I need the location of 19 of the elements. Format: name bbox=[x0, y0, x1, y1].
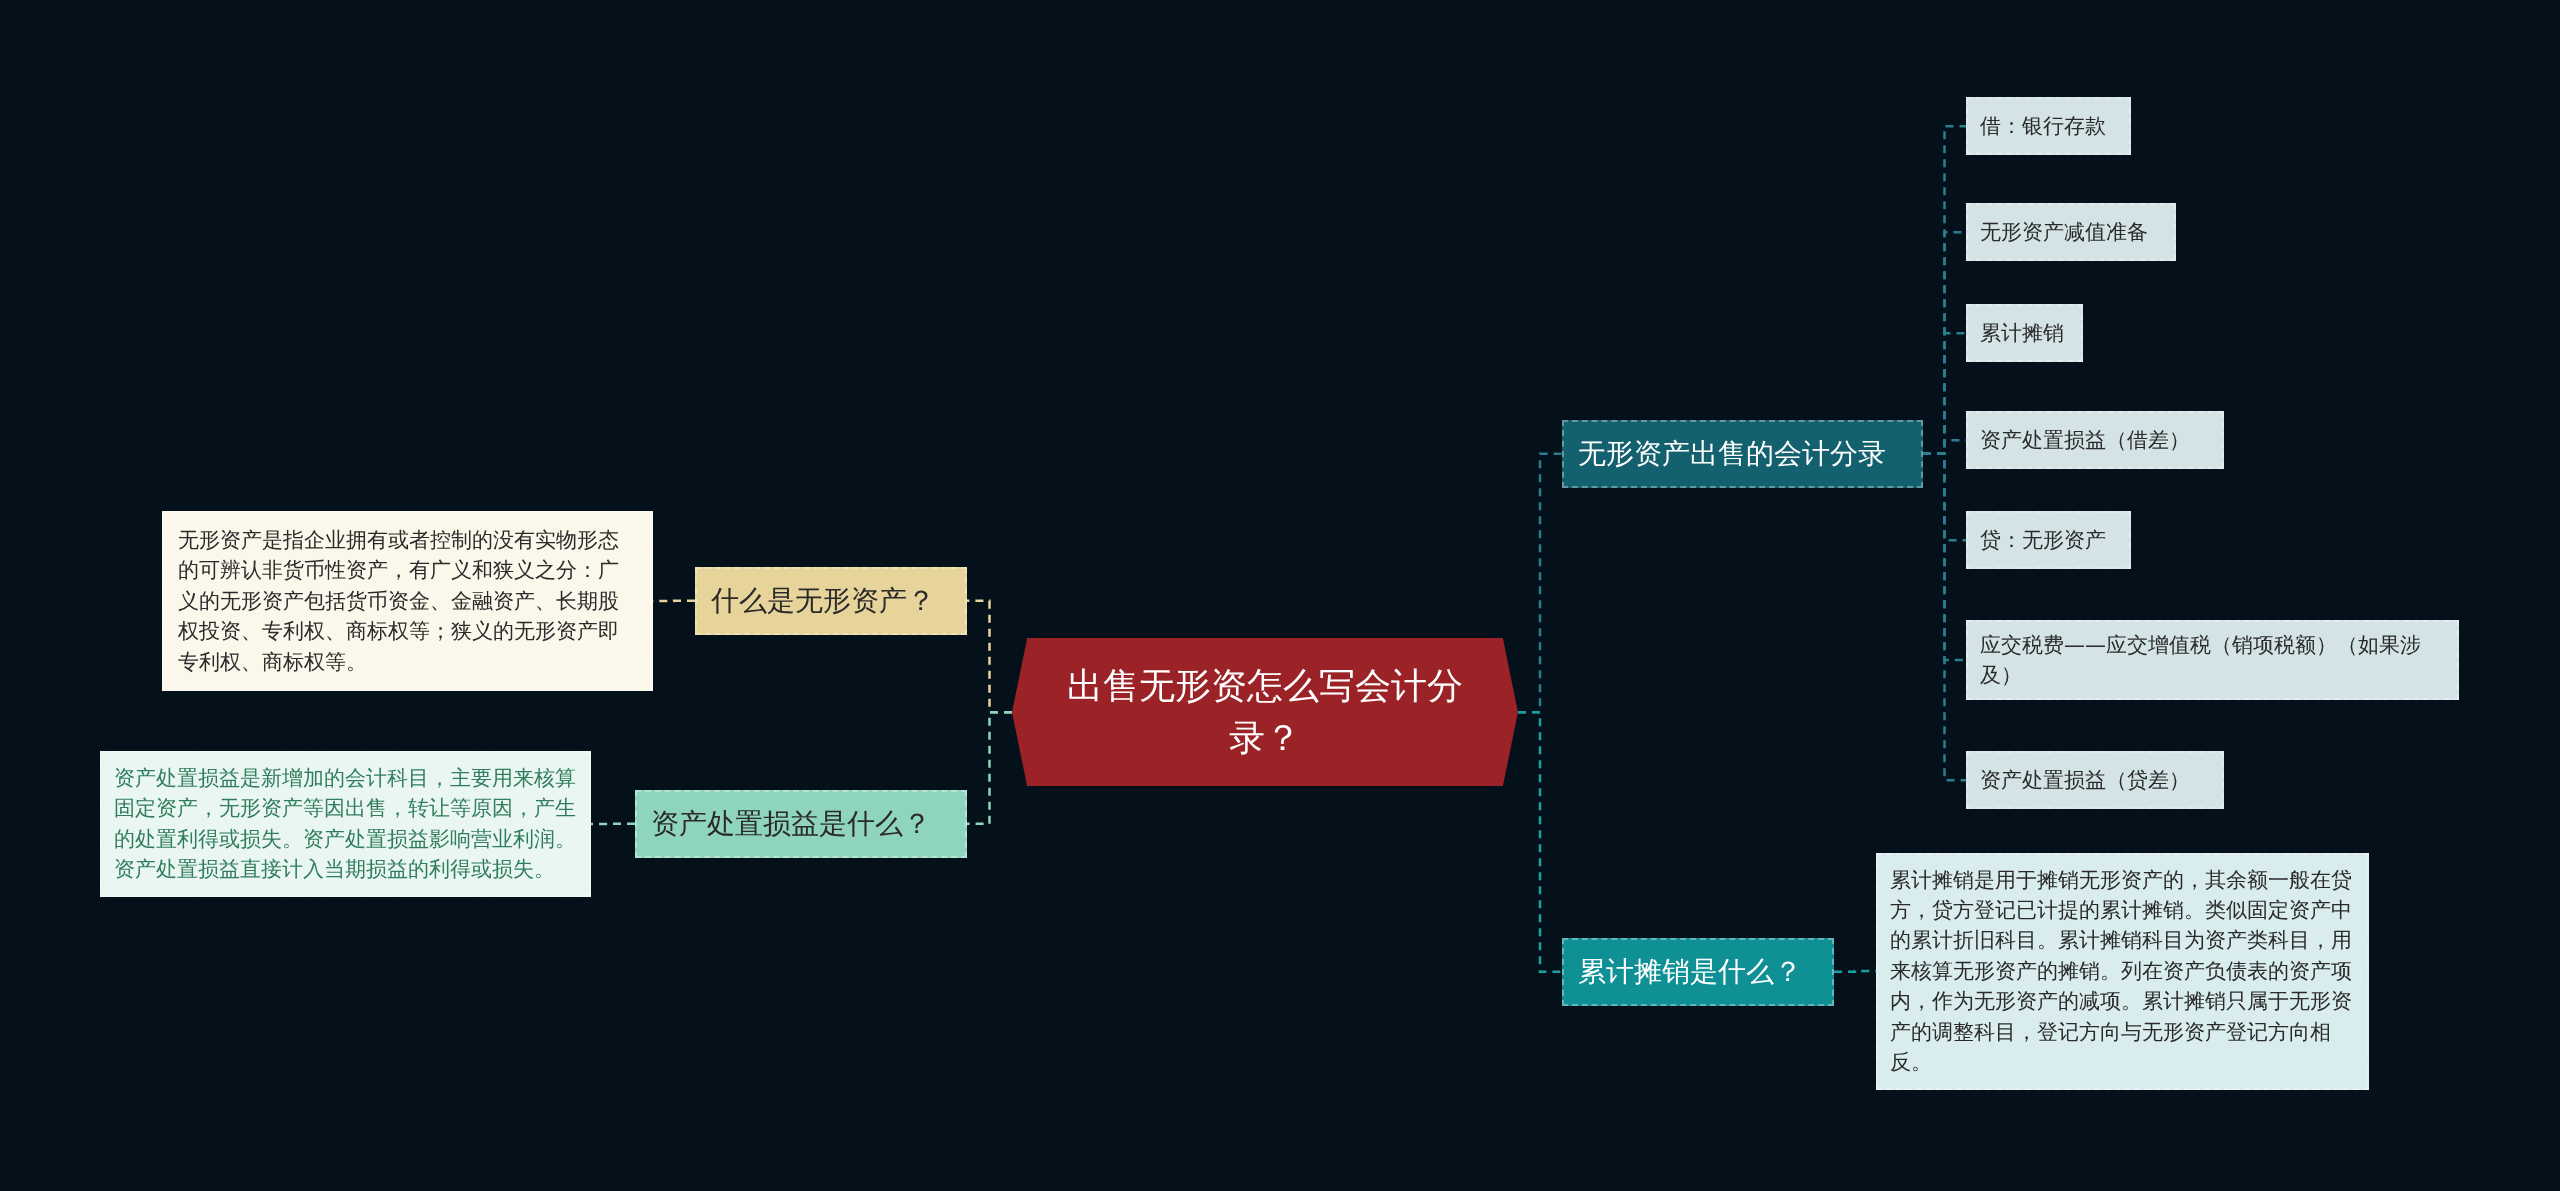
text-box: 累计摊销是用于摊销无形资产的，其余额一般在贷方，贷方登记已计提的累计摊销。类似固定资产中的累计折旧科目。累计摊销科目为资产类科目，用来核算无形资产的摊销。列在资产负债表的资产项内，作为无形资产的减项。累计摊销只属于无形资产的调整科目，登记方向与无形资产登记方向相反。 bbox=[1876, 852, 2369, 1090]
entry-box: 累计摊销 bbox=[1966, 304, 2083, 363]
connector bbox=[1923, 452, 1966, 782]
entry-box: 应交税费——应交增值税（销项税额）（如果涉及） bbox=[1966, 619, 2459, 701]
topic-box: 无形资产出售的会计分录 bbox=[1562, 419, 1923, 489]
entry-box: 资产处置损益（借差） bbox=[1966, 411, 2224, 470]
entry-box: 资产处置损益（贷差） bbox=[1966, 751, 2224, 810]
text-box: 资产处置损益是新增加的会计科目，主要用来核算固定资产，无形资产等因出售，转让等原因，产生的处置利得或损失。资产处置损益影响营业利润。资产处置损益直接计入当期损益的利得或损失。 bbox=[100, 751, 591, 897]
central-topic: 出售无形资怎么写会计分录？ bbox=[1012, 638, 1518, 787]
topic-box: 资产处置损益是什么？ bbox=[635, 789, 967, 859]
topic-box: 累计摊销是什么？ bbox=[1562, 937, 1834, 1007]
entry-box: 无形资产减值准备 bbox=[1966, 203, 2176, 262]
entry-box: 贷：无形资产 bbox=[1966, 511, 2131, 570]
text-box: 无形资产是指企业拥有或者控制的没有实物形态的可辨认非货币性资产，有广义和狭义之分：广义的无形资产包括货币资金、金融资产、长期股权投资、专利权、商标权等；狭义的无形资产即专利权、商标权等。 bbox=[162, 511, 653, 692]
topic-box: 什么是无形资产？ bbox=[695, 566, 967, 636]
connector bbox=[967, 710, 1012, 826]
entry-box: 借：银行存款 bbox=[1966, 97, 2131, 156]
connector bbox=[591, 822, 635, 826]
connector bbox=[1518, 710, 1562, 974]
